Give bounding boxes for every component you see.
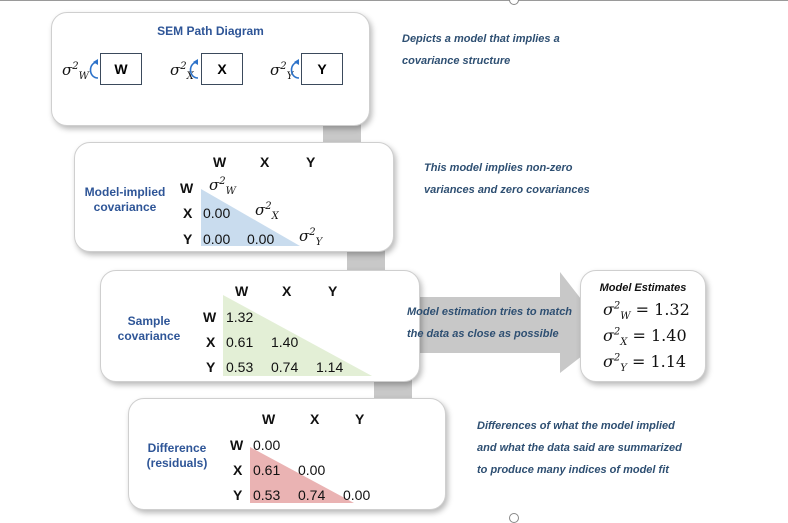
residuals-cell-x-x: 0.00 [298, 462, 326, 478]
variable-box-y[interactable]: Y [301, 53, 343, 85]
estimate-x: σ2X = 1.40 [603, 326, 687, 349]
residuals-row-header-x: X [233, 462, 243, 478]
implied-var-y: σ2Y [299, 227, 323, 248]
implied-col-header-w: W [213, 154, 227, 170]
residuals-col-header-y: Y [355, 411, 365, 427]
implied-col-header-y: Y [306, 154, 316, 170]
sample-col-header-x: X [282, 283, 292, 299]
residuals-col-header-x: X [310, 411, 320, 427]
implied-row-header-x: X [183, 205, 193, 221]
sample-row-header-y: Y [206, 359, 216, 375]
implied-cell-x-w: 0.00 [203, 205, 231, 221]
sample-col-header-w: W [235, 283, 249, 299]
variable-box-x[interactable]: X [201, 53, 243, 85]
residuals-cell-y-x: 0.74 [298, 487, 326, 503]
sample-row-header-w: W [203, 309, 217, 325]
residuals-cell-y-w: 0.53 [253, 487, 281, 503]
implied-row-header-y: Y [183, 231, 193, 247]
variance-arc-icon-w [89, 59, 99, 79]
variance-arc-icon-y [290, 59, 300, 79]
top-border-line [0, 0, 788, 1]
sem-path-diagram-box: SEM Path Diagram σ2W W σ2X X σ2Y Y [51, 12, 370, 126]
sample-col-header-y: Y [328, 283, 338, 299]
sem-title: SEM Path Diagram [157, 24, 264, 38]
residuals-triangle [250, 447, 354, 503]
sample-cell-y-x: 0.74 [271, 359, 299, 375]
estimates-title: Model Estimates [599, 282, 687, 294]
residuals-col-header-w: W [262, 411, 276, 427]
variance-label-x: σ2X [170, 61, 194, 82]
sample-cell-x-w: 0.61 [226, 334, 254, 350]
sample-cell-y-w: 0.53 [226, 359, 254, 375]
sample-row-header-x: X [206, 334, 216, 350]
sample-triangle [223, 295, 372, 376]
implied-cell-y-x: 0.00 [247, 231, 275, 247]
residuals-row-header-y: Y [233, 487, 243, 503]
variance-label-y: σ2Y [270, 61, 294, 82]
variance-label-w: σ2W [62, 61, 89, 82]
residuals-cell-w-w: 0.00 [253, 437, 281, 453]
implied-triangle [201, 189, 300, 246]
estimate-w: σ2W = 1.32 [603, 300, 690, 323]
sample-cell-y-y: 1.14 [316, 359, 344, 375]
implied-row-header-w: W [180, 180, 194, 196]
implied-col-header-x: X [260, 154, 270, 170]
right-arrow-estimation [397, 272, 609, 373]
estimate-y: σ2Y = 1.14 [603, 352, 687, 375]
residuals-cell-x-w: 0.61 [253, 462, 281, 478]
sample-cell-w-w: 1.32 [226, 309, 254, 325]
sample-cell-x-x: 1.40 [271, 334, 299, 350]
variance-arc-icon-x [189, 59, 199, 79]
residuals-row-header-w: W [230, 437, 244, 453]
implied-cell-y-w: 0.00 [203, 231, 231, 247]
variable-box-w[interactable]: W [100, 53, 142, 85]
residuals-box: Difference(residuals) W X Y W X Y 0.00 0… [128, 398, 446, 510]
model-estimates-box: Model Estimates σ2W = 1.32 σ2X = 1.40 σ2… [580, 270, 706, 382]
implied-var-x: σ2X [255, 201, 279, 222]
implied-var-w: σ2W [209, 176, 236, 197]
residuals-cell-y-y: 0.00 [343, 487, 371, 503]
residuals-label: Difference(residuals) [146, 441, 208, 470]
